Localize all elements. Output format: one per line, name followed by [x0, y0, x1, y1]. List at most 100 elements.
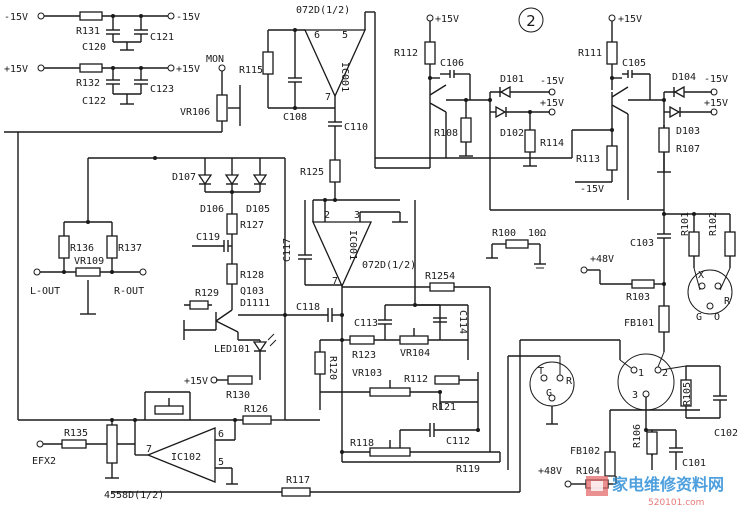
c118-label: C118 — [296, 302, 320, 313]
r-out-label: R-OUT — [114, 286, 144, 297]
neg15v-b-label: -15V — [580, 184, 604, 195]
r123-label: R123 — [352, 350, 376, 361]
ic102-pin7-label: 7 — [146, 444, 152, 455]
fb102-label: FB102 — [570, 446, 600, 457]
r126-label: R126 — [244, 404, 268, 415]
r114-label: R114 — [540, 138, 564, 149]
xlr-c-t-label: T — [538, 366, 544, 377]
vr106-label: VR106 — [180, 107, 210, 118]
r108-label: R108 — [434, 128, 458, 139]
watermark-text: 家电维修资料网 — [612, 475, 724, 494]
d106-label: D106 — [200, 204, 224, 215]
r107-label: R107 — [676, 144, 700, 155]
pos15v-right-label: +15V — [176, 64, 200, 75]
r128-label: R128 — [240, 270, 264, 281]
preamp-stage-1 — [375, 14, 664, 211]
figure-number: 2 — [526, 12, 536, 30]
ic001-pin7b-label: 7 — [332, 276, 338, 287]
q103-label: Q103 — [240, 286, 264, 297]
led101-label: LED101 — [214, 344, 250, 355]
r115-label: R115 — [239, 65, 263, 76]
preamp-stage-2 — [375, 14, 718, 210]
ic001-pin7a-label: 7 — [325, 92, 331, 103]
c106-label: C106 — [440, 58, 464, 69]
d107-label: D107 — [172, 172, 196, 183]
ic102-block — [18, 339, 620, 497]
c102-label: C102 — [714, 428, 738, 439]
c114-label: C114 — [457, 310, 468, 334]
r118-label: R118 — [350, 438, 374, 449]
neg15v-right-label: -15V — [176, 12, 200, 23]
watermark-url: 520101.com — [648, 498, 704, 508]
c101-label: C101 — [682, 458, 706, 469]
xlr-c-r-label: R — [566, 376, 573, 387]
mic-input-block — [499, 210, 736, 489]
ic001-top-opamp — [262, 11, 376, 200]
ic001-middle-opamp — [298, 198, 408, 315]
ic102-pin6-label: 6 — [218, 429, 224, 440]
output-level-block — [33, 158, 147, 315]
mix-control-block — [285, 200, 500, 463]
r111-label: R111 — [578, 48, 602, 59]
xlr-b-pin1-label: 1 — [638, 368, 644, 379]
r105-label: R105 — [682, 382, 693, 406]
r103-label: R103 — [626, 292, 650, 303]
r137-label: R137 — [118, 243, 142, 254]
ic102-part-label: 4558D(1/2) — [104, 490, 164, 501]
d102-label: D102 — [500, 128, 524, 139]
c112-label: C112 — [446, 436, 470, 447]
r101-label: R101 — [680, 212, 691, 236]
r117-label: R117 — [286, 475, 310, 486]
r135-label: R135 — [64, 428, 88, 439]
ic001-middle-part-label: 072D(1/2) — [362, 260, 416, 271]
plus48v-a-label: +48V — [590, 254, 614, 265]
r125-label: R125 — [300, 167, 324, 178]
c120-label: C120 — [82, 42, 106, 53]
plus15v-led-label: +15V — [184, 376, 208, 387]
c105-label: C105 — [622, 58, 646, 69]
r100-ground-link — [486, 239, 546, 269]
ic001-pin2-label: 2 — [324, 210, 330, 221]
r136-label: R136 — [70, 243, 94, 254]
r127-label: R127 — [240, 220, 264, 231]
c121-label: C121 — [150, 32, 174, 43]
c123-label: C123 — [150, 84, 174, 95]
r102-label: R102 — [708, 212, 719, 236]
c103-label: C103 — [630, 238, 654, 249]
r120-label: R120 — [327, 356, 338, 380]
r112b-label: R112 — [404, 374, 428, 385]
r132-label: R132 — [76, 78, 100, 89]
plus15v-d-label: +15V — [704, 98, 728, 109]
xlr-c-g-label: G — [546, 388, 552, 399]
figure-number-circle — [518, 7, 544, 33]
r131-label: R131 — [76, 26, 100, 37]
c122-label: C122 — [82, 96, 106, 107]
efx2-label: EFX2 — [32, 456, 56, 467]
d1111-label: D1111 — [240, 298, 270, 309]
r106-label: R106 — [632, 424, 643, 448]
r119-label: R119 — [456, 464, 480, 475]
monitor-output-block — [4, 64, 241, 420]
plus15v-b-label: +15V — [540, 98, 564, 109]
d103-label: D103 — [676, 126, 700, 137]
d101-label: D101 — [500, 74, 524, 85]
r112-label: R112 — [394, 48, 418, 59]
led-driver-block — [88, 156, 287, 420]
c110-label: C110 — [344, 122, 368, 133]
r113-label: R113 — [576, 154, 600, 165]
pos15v-left-label: +15V — [4, 64, 28, 75]
c117-label: C117 — [282, 238, 293, 262]
ic001-top-part-label: 072D(1/2) — [296, 5, 350, 16]
vr104-label: VR104 — [400, 348, 430, 359]
plus15v-c-label: +15V — [618, 14, 642, 25]
d105-label: D105 — [246, 204, 270, 215]
c119-label: C119 — [196, 232, 220, 243]
ic102-pin5-label: 5 — [218, 457, 224, 468]
plus48v-b-label: +48V — [538, 466, 562, 477]
r100-label: R100 — [492, 228, 516, 239]
watermark-logo — [586, 476, 608, 496]
xlr-a-g-label: G — [696, 312, 702, 323]
plus15v-a-label: +15V — [435, 14, 459, 25]
xlr-b-pin3-label: 3 — [632, 390, 638, 401]
